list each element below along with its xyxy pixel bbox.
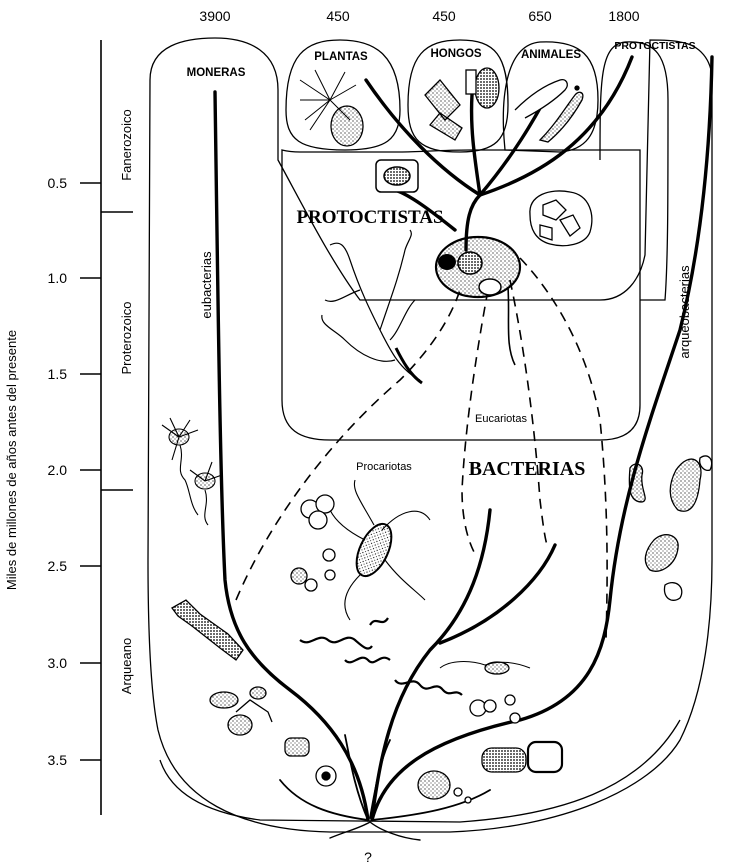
tick-label-0-5: 0.5 xyxy=(48,175,68,191)
eon-fanerozoico: Fanerozoico xyxy=(119,109,134,181)
count-moneras: 3900 xyxy=(199,8,230,24)
branch-bacteria-2 xyxy=(440,545,555,643)
pine-illustration xyxy=(300,70,363,146)
tree-branches xyxy=(215,57,712,840)
count-plantas: 450 xyxy=(326,8,350,24)
coccoid-cells-illustration xyxy=(291,495,335,591)
diatom-illustration xyxy=(376,160,418,192)
monera-cluster-illustration xyxy=(162,418,222,525)
archaea-cells-illustration xyxy=(629,456,711,600)
count-animales: 650 xyxy=(528,8,552,24)
branch-archaea xyxy=(372,57,712,820)
tick-label-1-0: 1.0 xyxy=(48,270,68,286)
colonial-cells-illustration xyxy=(210,687,336,786)
branch-origin-base xyxy=(330,822,420,840)
label-moneras: MONERAS xyxy=(187,67,246,79)
axis-title: Miles de millones de años antes del pres… xyxy=(4,330,19,590)
seaweed-illustration xyxy=(322,230,422,383)
tick-label-2-5: 2.5 xyxy=(48,558,68,574)
tick-label-2-0: 2.0 xyxy=(48,462,68,478)
label-eucariotas: Eucariotas xyxy=(475,413,527,425)
fungi-illustration xyxy=(425,68,499,140)
protoctistas-lobe xyxy=(600,42,668,300)
count-protoctistas: 1800 xyxy=(608,8,639,24)
branch-origin-fan-2 xyxy=(370,740,390,818)
label-eubacterias: eubacterias xyxy=(199,251,214,319)
spirochete-illustration xyxy=(300,618,462,695)
protoctista-blob xyxy=(530,191,592,246)
label-origin: ? xyxy=(364,849,372,865)
tick-label-3-0: 3.0 xyxy=(48,655,68,671)
label-animales: ANIMALES xyxy=(521,49,581,61)
filament-chain xyxy=(172,600,243,660)
label-protoctistas-top: PROTOCTISTAS xyxy=(614,40,695,52)
tick-label-1-5: 1.5 xyxy=(48,366,68,382)
procariota-cell-illustration xyxy=(330,480,430,620)
symbiosis-lines xyxy=(236,258,607,640)
label-bacterias: BACTERIAS xyxy=(469,458,586,480)
eon-proterozoico: Proterozoico xyxy=(119,302,134,375)
label-protoctistas-main: PROTOCTISTAS xyxy=(296,207,443,228)
label-hongos: HONGOS xyxy=(430,48,481,60)
organism-illustrations xyxy=(162,68,712,803)
count-hongos: 450 xyxy=(432,8,456,24)
branch-hongos xyxy=(472,95,480,195)
eon-arqueano: Arqueano xyxy=(119,638,134,694)
label-procariotas: Procariotas xyxy=(356,461,412,473)
tick-label-3-5: 3.5 xyxy=(48,752,68,768)
label-plantas: PLANTAS xyxy=(314,51,368,63)
bottom-right-cells-illustration xyxy=(418,662,562,803)
